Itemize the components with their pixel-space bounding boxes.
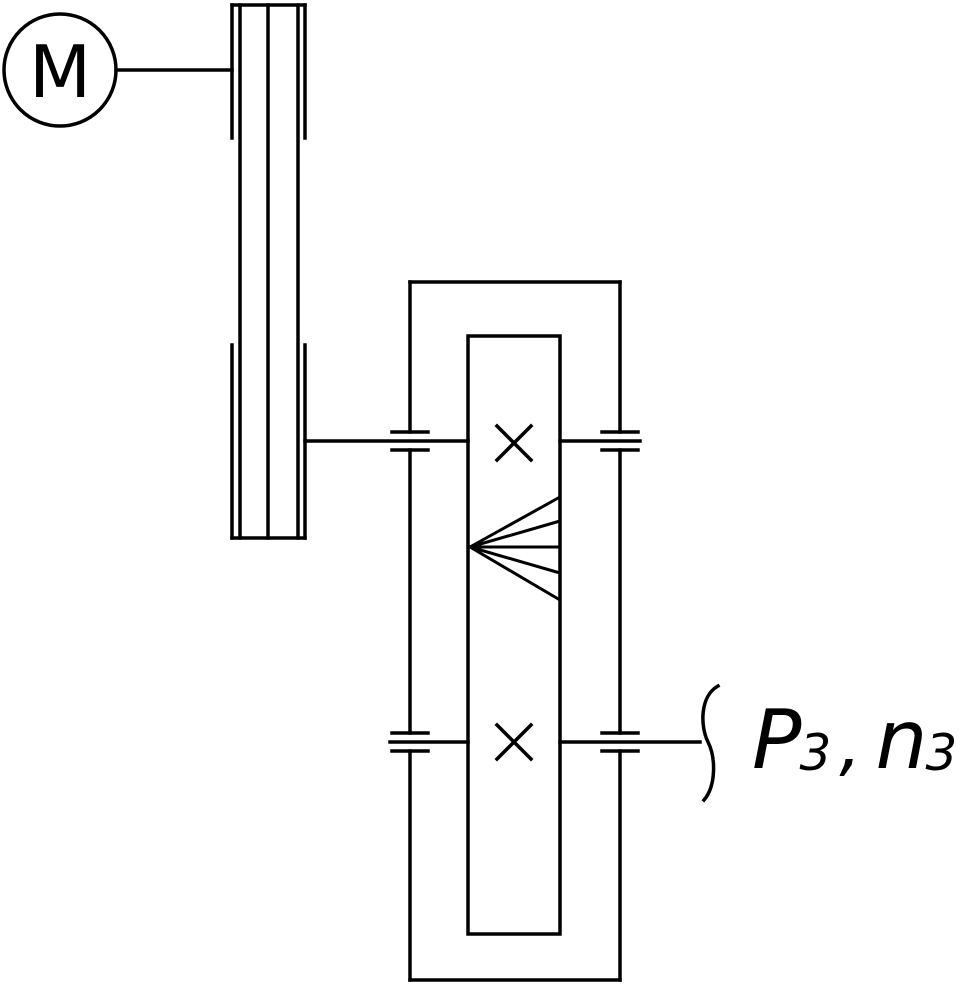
herringbone-teeth-symbol (469, 495, 561, 602)
output-gear-cross (494, 722, 534, 762)
label-separator: , (839, 703, 861, 785)
output-right-bearing (600, 731, 640, 753)
power-index: 3 (799, 724, 831, 782)
gear-pair-body (466, 334, 562, 936)
gearbox-housing (408, 280, 622, 982)
input-gear-cross (494, 423, 534, 463)
speed-symbol: n (876, 693, 928, 788)
output-shaft-break (701, 683, 721, 803)
output-parameters-label: P3,n3 (752, 693, 957, 788)
belt-drive (230, 3, 307, 540)
motor-label: M (29, 30, 91, 114)
speed-index: 3 (926, 724, 958, 782)
power-symbol: P (752, 693, 802, 788)
input-left-bearing (390, 430, 430, 452)
output-shaft (388, 683, 721, 803)
input-shaft (303, 423, 642, 463)
input-right-bearing (600, 430, 640, 452)
output-left-bearing (390, 731, 430, 753)
motor: M (2, 12, 118, 128)
